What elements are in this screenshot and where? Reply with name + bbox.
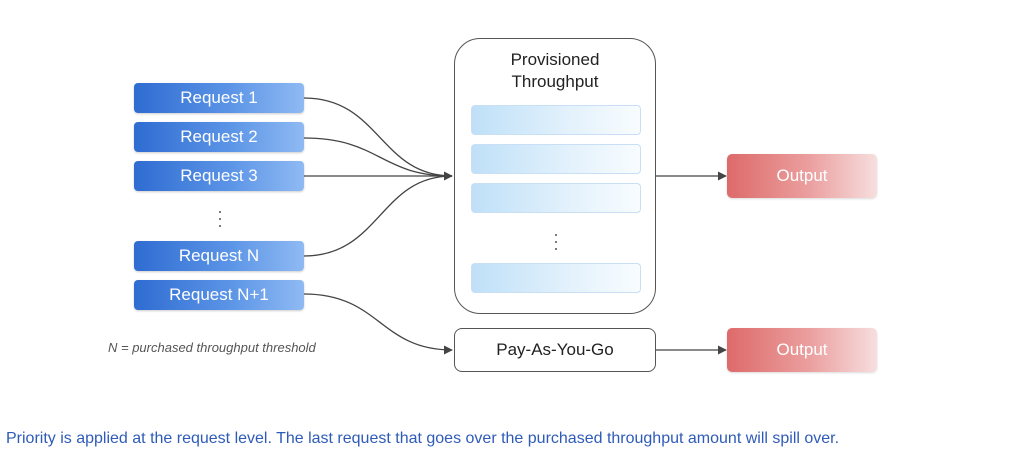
connector-request-1 — [303, 97, 453, 177]
connector-request-2 — [303, 137, 453, 177]
throughput-slot — [471, 263, 641, 293]
provisioned-throughput-container: Provisioned Throughput ··· — [454, 38, 656, 314]
throughput-slot — [471, 183, 641, 213]
request-2-box: Request 2 — [134, 122, 304, 152]
requests-ellipsis: ··· — [217, 201, 223, 235]
threshold-note: N = purchased throughput threshold — [108, 340, 316, 355]
provisioned-throughput-title: Provisioned Throughput — [455, 49, 655, 93]
request-1-box: Request 1 — [134, 83, 304, 113]
throughput-slot — [471, 144, 641, 174]
connector-request-n — [303, 175, 453, 257]
output-box-provisioned: Output — [727, 154, 877, 198]
title-line-1: Provisioned — [510, 50, 600, 69]
request-3-box: Request 3 — [134, 161, 304, 191]
throughput-slot — [471, 105, 641, 135]
request-n-plus-1-box: Request N+1 — [134, 280, 304, 310]
output-box-payg: Output — [727, 328, 877, 372]
title-line-2: Throughput — [511, 72, 599, 91]
connector-request-n-plus-1 — [303, 293, 453, 355]
request-n-box: Request N — [134, 241, 304, 271]
pay-as-you-go-box: Pay-As-You-Go — [454, 328, 656, 372]
caption-text: Priority is applied at the request level… — [6, 430, 840, 447]
slots-ellipsis: ··· — [553, 224, 559, 258]
